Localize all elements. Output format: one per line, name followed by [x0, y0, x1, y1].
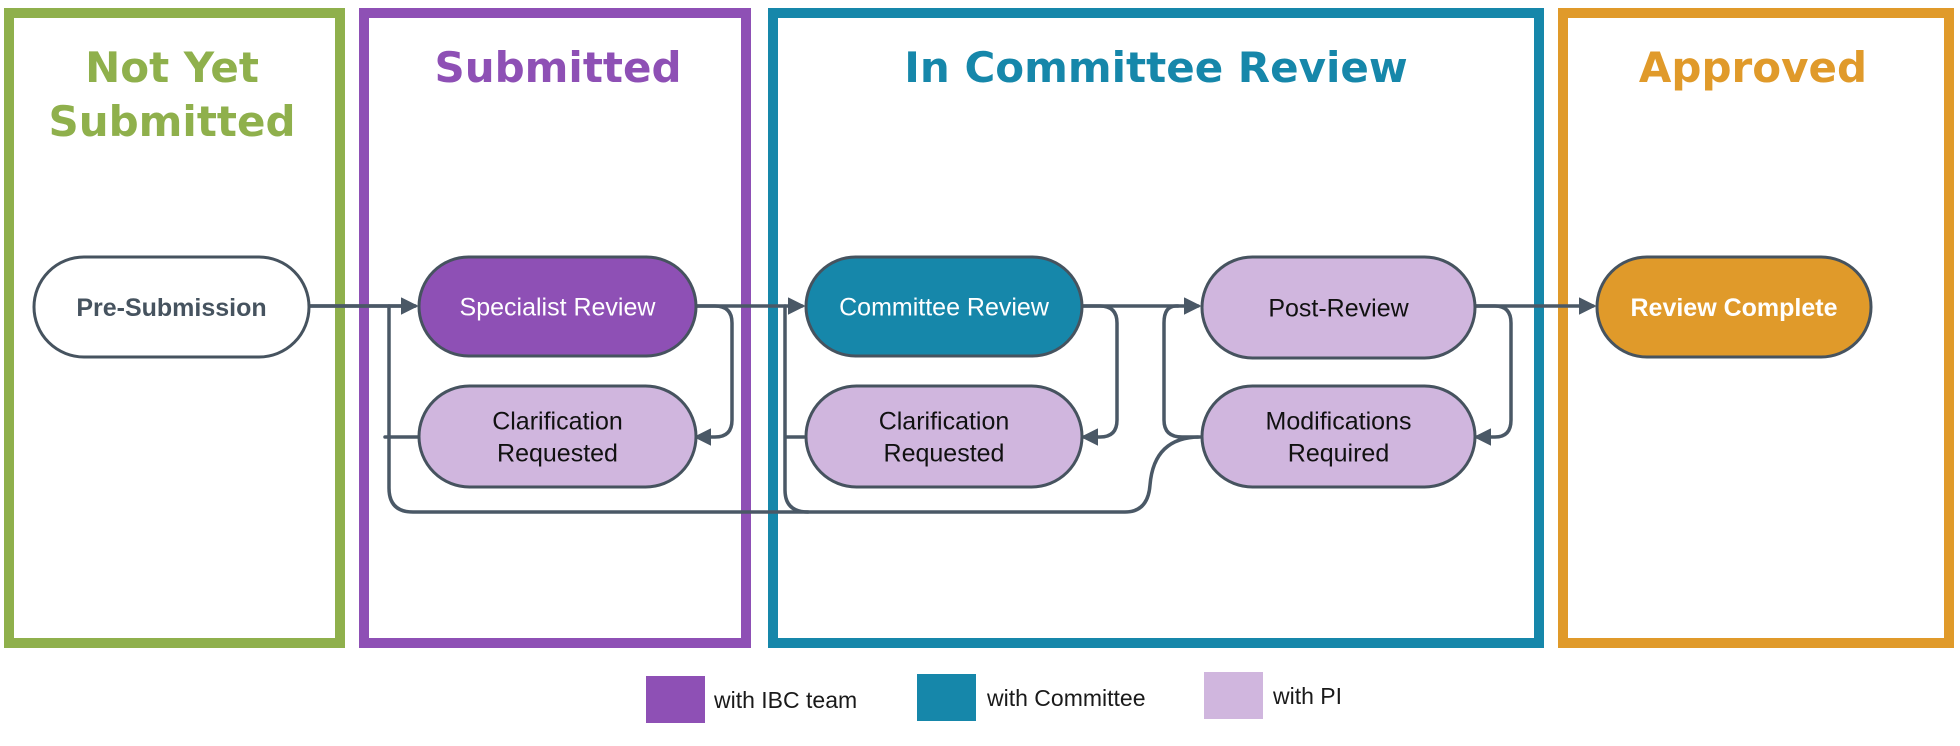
- stage-frame: [1558, 8, 1954, 648]
- stage-submitted: Submitted: [359, 8, 751, 648]
- node-label: Requested: [884, 440, 1005, 468]
- node-review-complete: Review Complete: [1595, 255, 1873, 359]
- node-shape: [1200, 255, 1477, 360]
- legend-item-with-committee: with Committee: [917, 674, 1145, 721]
- flow-arrow: [1080, 304, 1119, 446]
- node-label: Review Complete: [1630, 294, 1837, 322]
- node-shape: [1595, 255, 1873, 359]
- node-label: Required: [1288, 440, 1389, 468]
- flow-arrow: [387, 304, 1202, 514]
- stage-title: Submitted: [434, 43, 681, 92]
- stage-title: In Committee Review: [904, 43, 1407, 92]
- stage-title: Submitted: [48, 97, 295, 146]
- node-specialist-review: Specialist Review: [417, 255, 698, 358]
- stage-frame: [359, 8, 751, 648]
- stage-frame: [768, 8, 1544, 648]
- legend-label: with Committee: [986, 685, 1145, 711]
- node-shape: [804, 384, 1084, 489]
- node-label: Modifications: [1266, 408, 1412, 436]
- node-label: Committee Review: [839, 294, 1050, 322]
- stage-approved: Approved: [1558, 8, 1954, 648]
- legend-swatch: [646, 676, 705, 723]
- flow-arrow: [693, 304, 734, 446]
- legend-label: with IBC team: [713, 687, 857, 713]
- stage-frame: [4, 8, 345, 648]
- node-shape: [417, 384, 698, 489]
- legend-swatch: [917, 674, 976, 721]
- node-label: Requested: [497, 440, 618, 468]
- node-shape: [417, 255, 698, 358]
- node-shape: [32, 255, 311, 359]
- legend-label: with PI: [1272, 683, 1342, 709]
- node-label: Specialist Review: [460, 294, 657, 322]
- legend-item-with-ibc-team: with IBC team: [646, 676, 857, 723]
- legend-swatch: [1204, 672, 1263, 719]
- node-label: Clarification: [879, 408, 1010, 436]
- stage-title: Approved: [1639, 43, 1867, 92]
- node-committee-review: Committee Review: [804, 255, 1084, 358]
- stage-title: Not Yet: [85, 43, 259, 92]
- node-label: Clarification: [492, 408, 623, 436]
- flow-arrow: [1162, 304, 1200, 439]
- legend-item-with-pi: with PI: [1204, 672, 1342, 719]
- node-label: Post-Review: [1268, 295, 1409, 323]
- node-label: Pre-Submission: [76, 294, 266, 322]
- node-shape: [804, 255, 1084, 358]
- node-post-review: Post-Review: [1200, 255, 1477, 360]
- stage-in-committee-review: In Committee Review: [768, 8, 1544, 648]
- flow-arrow: [783, 304, 810, 514]
- node-shape: [1200, 384, 1477, 489]
- node-pre-submission: Pre-Submission: [32, 255, 311, 359]
- flow-arrow: [1473, 304, 1513, 446]
